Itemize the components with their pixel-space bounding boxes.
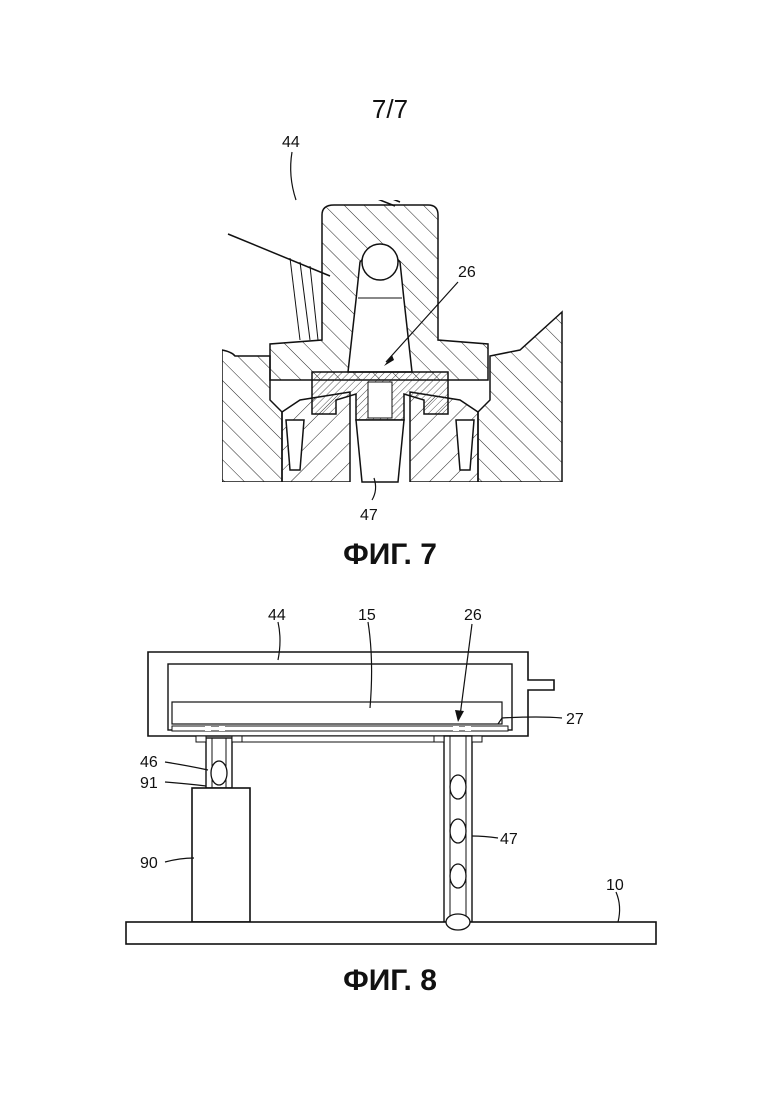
label-91: 91 xyxy=(140,775,158,792)
substrate-10 xyxy=(126,922,656,944)
label-90: 90 xyxy=(140,855,158,872)
bottom-rail xyxy=(236,736,442,742)
right-pin xyxy=(456,420,474,470)
label-47-f8: 47 xyxy=(500,831,518,848)
label-26-f8: 26 xyxy=(464,607,482,624)
figure-7-caption: ФИГ. 7 xyxy=(0,538,780,572)
label-10: 10 xyxy=(606,877,624,894)
droplet-on-substrate xyxy=(446,914,470,930)
label-46: 46 xyxy=(140,754,158,771)
label-26: 26 xyxy=(458,264,476,281)
label-44: 44 xyxy=(282,134,300,151)
figure-8-caption: ФИГ. 8 xyxy=(0,964,780,998)
left-pin xyxy=(286,420,304,470)
label-47: 47 xyxy=(360,507,378,524)
sensor-90 xyxy=(192,788,250,922)
right-body-section xyxy=(478,312,562,482)
droplet-2 xyxy=(450,819,466,843)
droplet-1 xyxy=(450,775,466,799)
droplet-3 xyxy=(450,864,466,888)
label-44-f8: 44 xyxy=(268,607,286,624)
outlet-channel xyxy=(356,420,404,482)
label-27: 27 xyxy=(566,711,584,728)
label-15: 15 xyxy=(358,607,376,624)
figure-8: 44 15 26 27 46 91 90 47 10 xyxy=(126,607,656,944)
droplet-46 xyxy=(211,761,227,785)
figure-7: 44 26 47 xyxy=(222,134,562,524)
ball xyxy=(362,244,398,280)
plate-15 xyxy=(172,702,502,724)
